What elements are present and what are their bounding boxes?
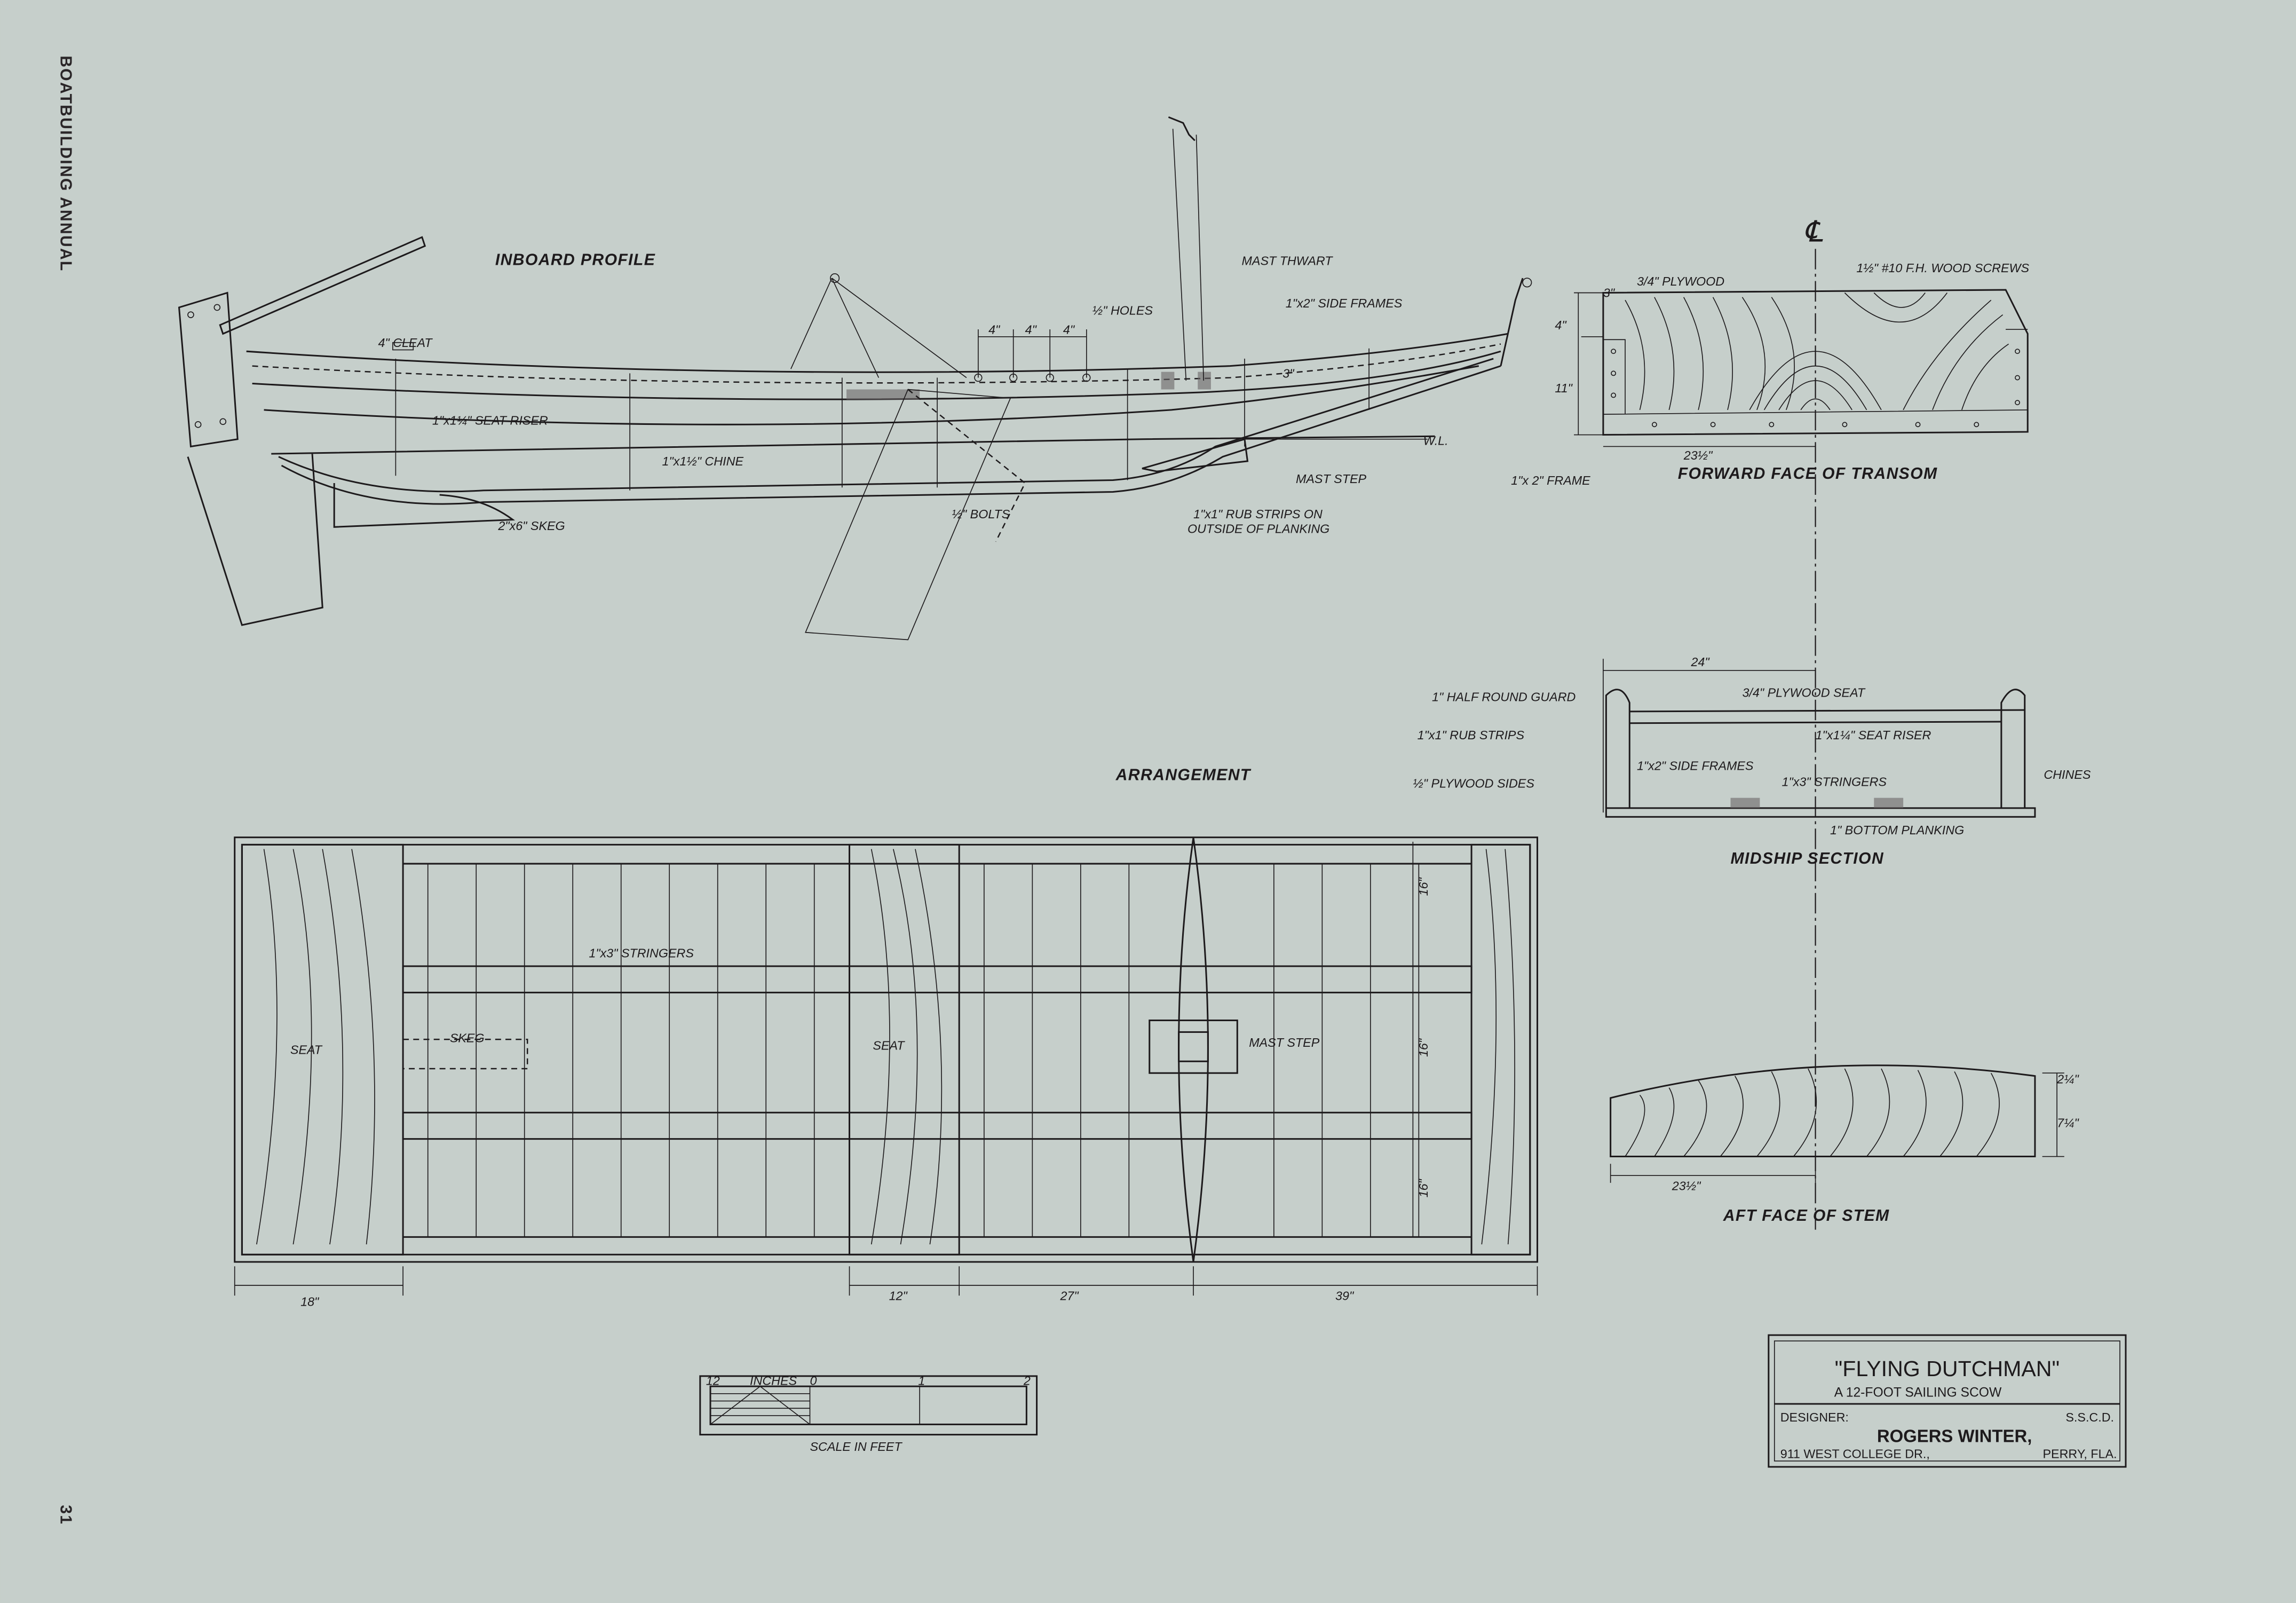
designer-name: ROGERS WINTER, [1877, 1426, 2032, 1446]
label-guard: 1" HALF ROUND GUARD [1432, 690, 1576, 704]
mid-seat [849, 843, 960, 1255]
label-mast-step: MAST STEP [1296, 472, 1366, 486]
scale-title: SCALE IN FEET [810, 1440, 902, 1454]
running-head: BOATBUILDING ANNUAL [57, 56, 74, 272]
label-skeg: SKEG [450, 1031, 485, 1045]
label-spacing: 4" [988, 322, 1001, 336]
label-seat: SEAT [873, 1038, 905, 1052]
skeg [333, 483, 516, 528]
label-mast-thwart: MAST THWART [1242, 254, 1334, 267]
label-18in: 18" [300, 1294, 320, 1308]
label-3in: 3" [1603, 286, 1616, 300]
label-skeg: 2"x6" SKEG [497, 519, 565, 533]
stem-title: AFT FACE OF STEM [1723, 1207, 1890, 1225]
label-rub-strips: OUTSIDE OF PLANKING [1187, 522, 1329, 535]
mast-thwart [1178, 837, 1209, 1262]
designer-label: DESIGNER: [1780, 1410, 1849, 1424]
label-screws: 1½" #10 F.H. WOOD SCREWS [1856, 261, 2029, 275]
label-7-25in: 7¼" [2057, 1116, 2079, 1130]
title-block: "FLYING DUTCHMAN" A 12-FOOT SAILING SCOW… [1768, 1334, 2127, 1468]
label-23-5in: 23½" [1683, 448, 1713, 462]
transom-view: 3" 3/4" PLYWOOD 1½" #10 F.H. WOOD SCREWS… [1511, 261, 2029, 487]
designer-code: S.S.C.D. [2065, 1410, 2114, 1424]
label-side-frames: 1"x2" SIDE FRAMES [1637, 759, 1754, 773]
label-cleat: 4" CLEAT [378, 336, 433, 350]
label-24in: 24" [1690, 655, 1710, 669]
label-chine: 1"x1½" CHINE [662, 454, 744, 468]
centerline-symbol: ℄ [1804, 215, 1824, 249]
label-stringers: 1"x3" STRINGERS [589, 946, 694, 960]
label-bolts: ½" BOLTS [952, 507, 1010, 521]
sheer-line [246, 333, 1508, 373]
label-12in: 12" [889, 1289, 908, 1302]
cleat-icon [392, 342, 414, 351]
scale-tick-1: 1 [918, 1373, 925, 1387]
midship-title: MIDSHIP SECTION [1731, 850, 1885, 867]
mast-step [1142, 438, 1249, 472]
label-39in: 39" [1335, 1289, 1355, 1302]
label-sides: ½" PLYWOOD SIDES [1413, 776, 1534, 790]
label-plywood: 3/4" PLYWOOD [1637, 274, 1724, 288]
label-seat: SEAT [290, 1043, 323, 1057]
label-side-frames: 1"x2" SIDE FRAMES [1286, 296, 1403, 310]
bow-deck [1470, 843, 1531, 1255]
inboard-profile-title: INBOARD PROFILE [495, 251, 655, 269]
label-chines: CHINES [2044, 768, 2091, 781]
rudder [187, 454, 323, 626]
label-16in: 16" [1416, 1038, 1430, 1057]
bow-eye [1522, 278, 1532, 288]
designer-address: 911 WEST COLLEGE DR., [1780, 1447, 1930, 1460]
label-16in: 16" [1416, 1178, 1430, 1197]
label-seat: 3/4" PLYWOOD SEAT [1742, 685, 1865, 699]
arrangement-title: ARRANGEMENT [1115, 767, 1252, 784]
scale-inches: INCHES [750, 1373, 797, 1387]
label-4in: 4" [1555, 318, 1567, 332]
label-frame: 1"x 2" FRAME [1511, 473, 1590, 487]
transom-plate [178, 291, 239, 448]
label-planking: 1" BOTTOM PLANKING [1830, 823, 1964, 837]
label-holes: ½" HOLES [1092, 304, 1153, 318]
scale-bar: 12 INCHES 0 1 2 SCALE IN FEET [699, 1373, 1038, 1454]
label-rub-strips: 1"x1" RUB STRIPS [1418, 728, 1525, 742]
label-spacing: 4" [1063, 322, 1075, 336]
bottom-planking [278, 358, 1494, 493]
transom-title: FORWARD FACE OF TRANSOM [1678, 465, 1938, 483]
label-2-25in: 2¼" [2056, 1072, 2079, 1086]
centerboard [805, 389, 1011, 641]
label-spacing: 4" [1025, 322, 1038, 336]
label-seat-riser: 1"x1¼" SEAT RISER [432, 413, 548, 427]
inboard-profile: INBOARD PROFILE [178, 116, 1532, 641]
midship-section: 24" 1" HALF ROUND GUARD 3/4" PLYWOOD SEA… [1413, 655, 2091, 867]
label-11in: 11" [1555, 381, 1573, 395]
label-mast-step: MAST STEP [1249, 1036, 1319, 1049]
tiller [219, 236, 426, 335]
label-seat-riser: 1"x1¼" SEAT RISER [1816, 728, 1931, 742]
label-stringers: 1"x3" STRINGERS [1782, 775, 1887, 789]
page-number: 31 [57, 1505, 74, 1525]
label-waterline: W.L. [1423, 434, 1448, 448]
skeg-outline [402, 1038, 528, 1070]
boat-name: "FLYING DUTCHMAN" [1835, 1356, 2060, 1381]
label-3in: 3" [1282, 367, 1295, 381]
label-16in: 16" [1416, 876, 1430, 896]
scale-tick-12: 12 [706, 1373, 720, 1387]
arrangement-plan: ARRANGEMENT 1"x3" STRINGERS SKEG SEAT SE… [234, 767, 1539, 1308]
label-rub-strips: 1"x1" RUB STRIPS ON [1193, 507, 1323, 521]
stem-view: 2¼" 7¼" 23½" AFT FACE OF STEM [1610, 1064, 2079, 1225]
designer-city: PERRY, FLA. [2043, 1447, 2117, 1460]
scale-tick-2: 2 [1023, 1373, 1031, 1387]
label-23-5in: 23½" [1672, 1179, 1701, 1193]
scale-tick-0: 0 [810, 1373, 817, 1387]
boat-subtitle: A 12-FOOT SAILING SCOW [1834, 1385, 2002, 1400]
label-27in: 27" [1059, 1289, 1079, 1302]
